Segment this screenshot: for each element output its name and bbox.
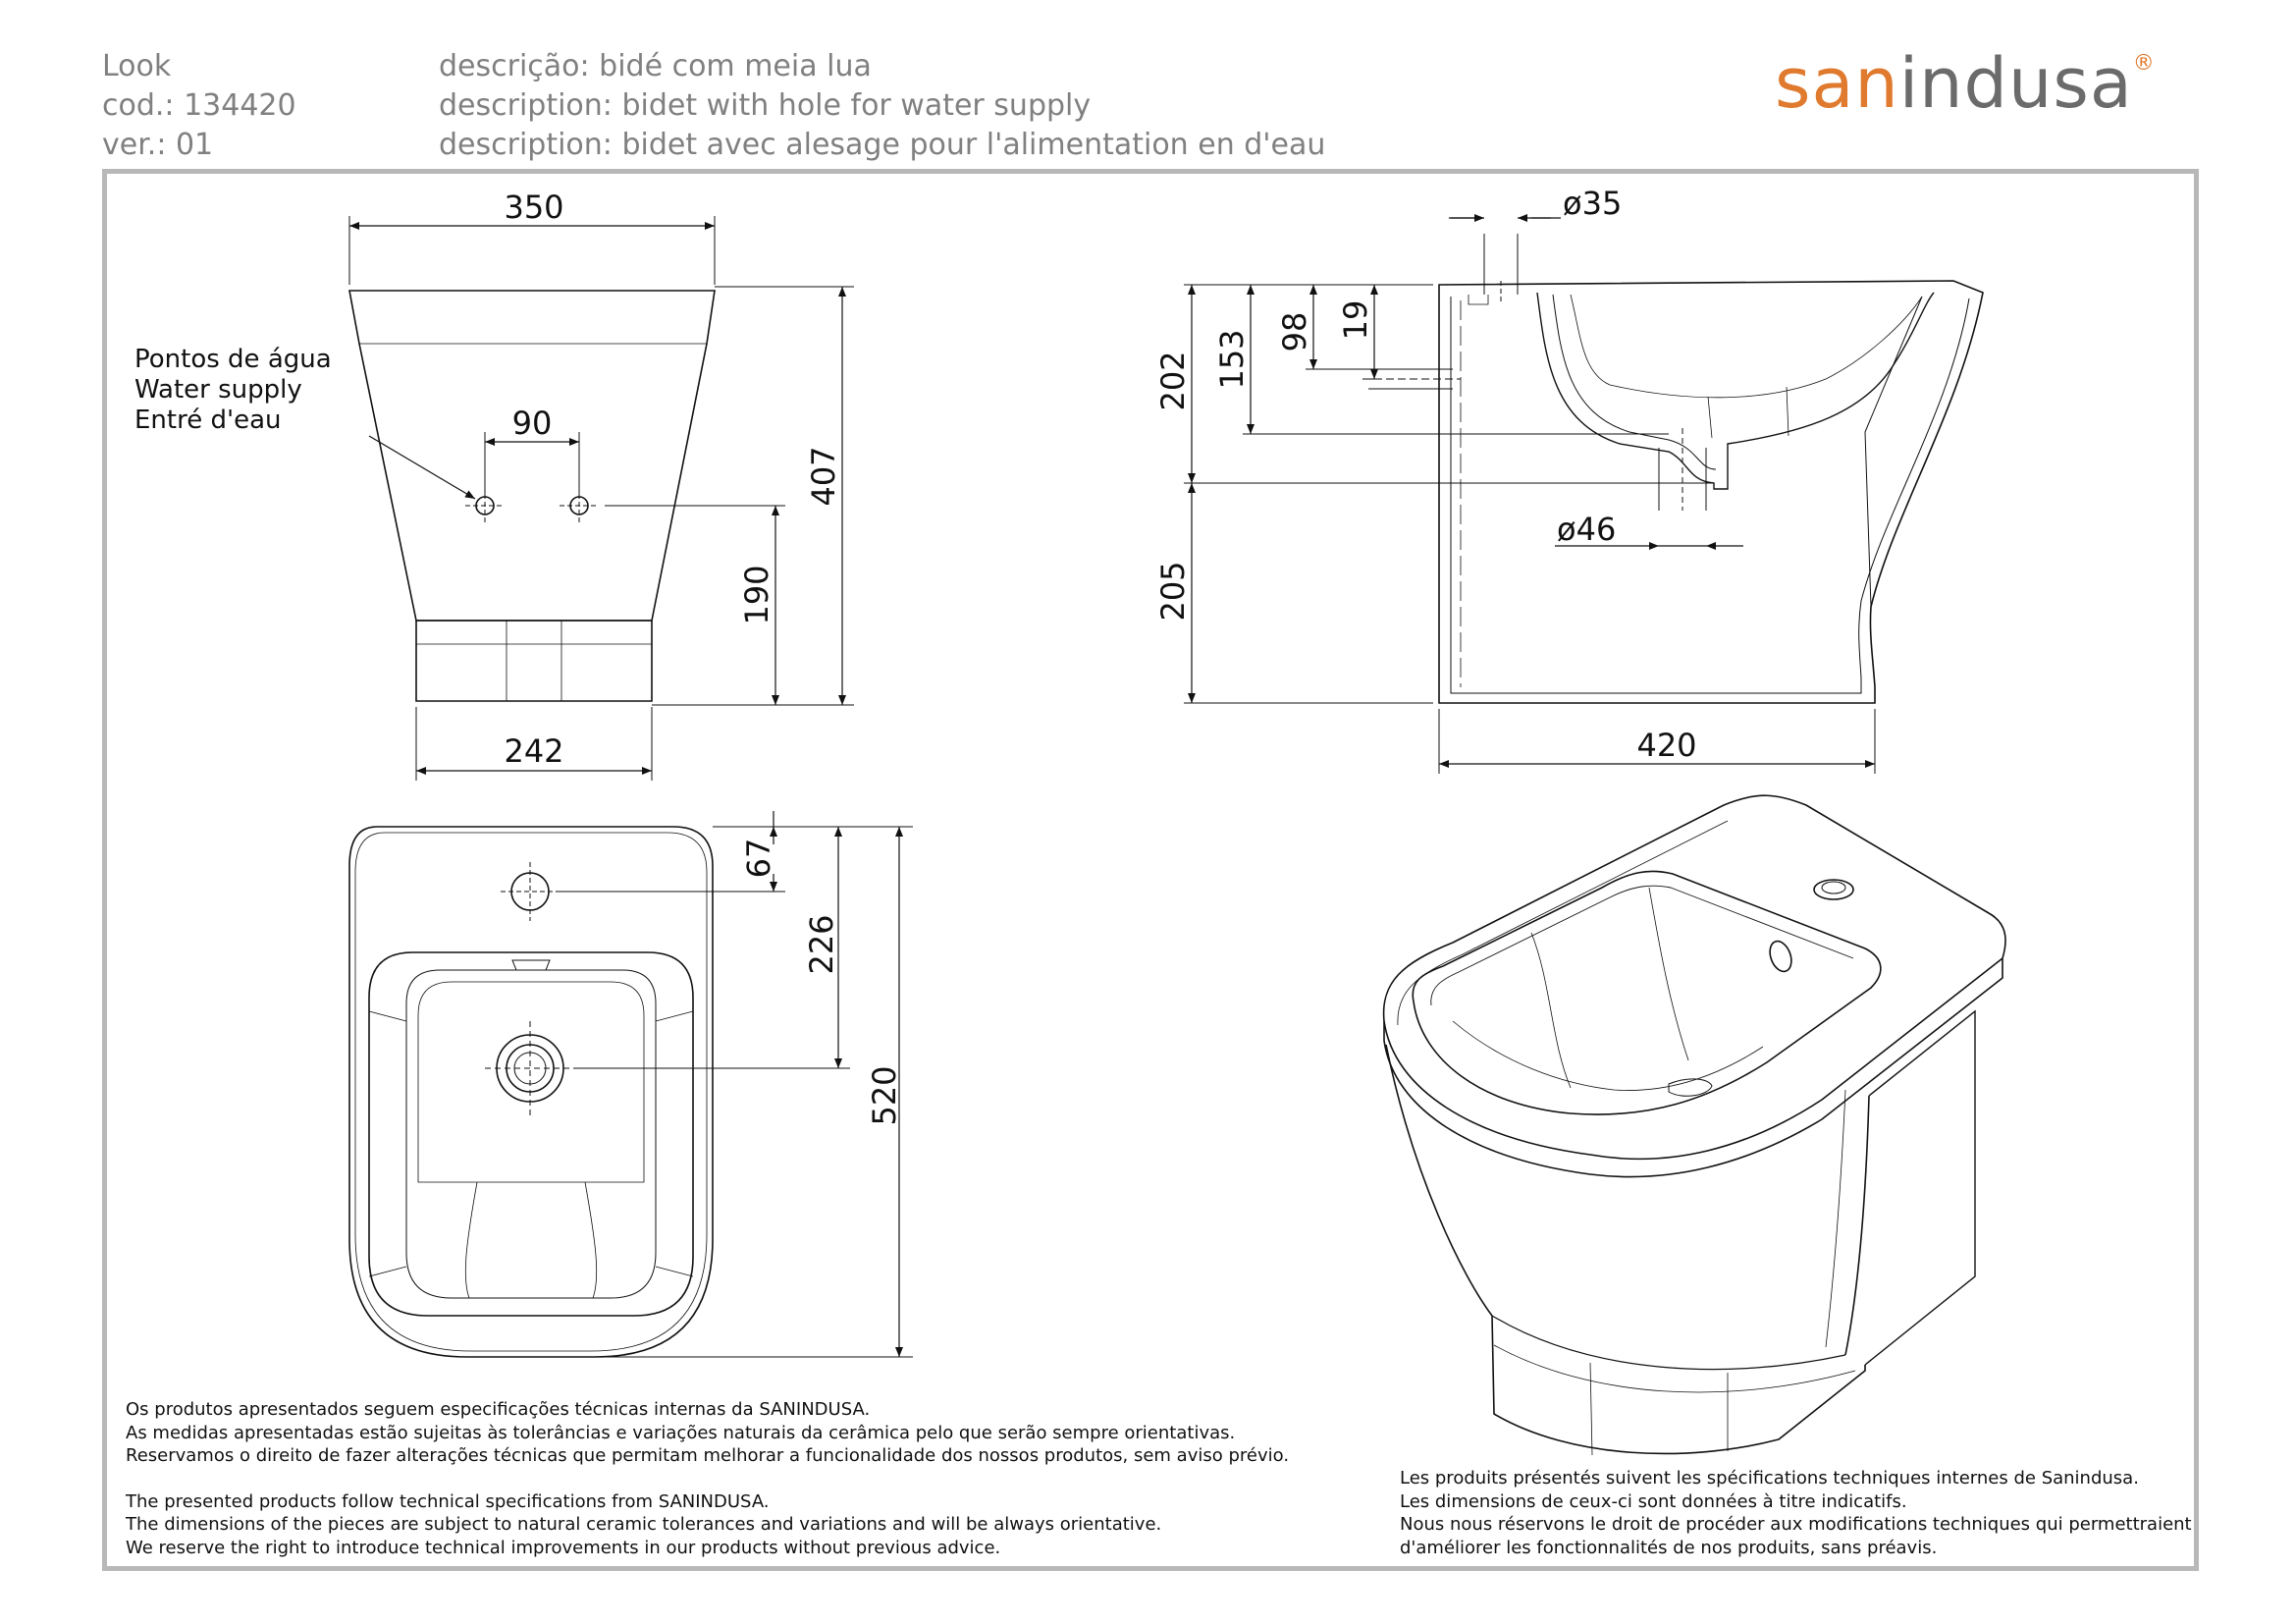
note-en-2: The dimensions of the pieces are subject… bbox=[126, 1514, 1162, 1535]
dim-hole-spacing: 90 bbox=[512, 405, 553, 442]
note-en-1: The presented products follow technical … bbox=[126, 1490, 770, 1512]
dim-hole-height: 190 bbox=[738, 565, 775, 624]
dim-base-width: 242 bbox=[504, 732, 563, 770]
dim-98: 98 bbox=[1276, 312, 1313, 352]
note-fr-2: Les dimensions de ceux-ci sont données à… bbox=[1400, 1490, 1907, 1512]
description-pt: descrição: bidé com meia lua bbox=[439, 49, 872, 83]
dim-520: 520 bbox=[866, 1065, 903, 1125]
note-fr-4: d'améliorer les fonctionnalités de nos p… bbox=[1400, 1537, 1938, 1558]
notes-fr: Les produits présentés suivent les spéci… bbox=[1400, 1467, 2192, 1559]
perspective-view bbox=[1382, 794, 2006, 1456]
dim-153: 153 bbox=[1213, 329, 1251, 389]
drawing-frame bbox=[102, 169, 2199, 1571]
water-supply-label-fr: Entré d'eau bbox=[134, 406, 282, 435]
note-fr-3: Nous nous réservons le droit de procéder… bbox=[1400, 1514, 2192, 1535]
note-en-3: We reserve the right to introduce techni… bbox=[126, 1537, 1001, 1558]
front-view bbox=[348, 216, 854, 781]
dim-202: 202 bbox=[1154, 351, 1192, 410]
dim-top-width: 350 bbox=[504, 189, 563, 226]
side-view bbox=[1184, 214, 1984, 774]
water-supply-label-en: Water supply bbox=[134, 375, 302, 405]
water-supply-label-pt: Pontos de água bbox=[134, 345, 332, 374]
note-pt-1: Os produtos apresentados seguem especifi… bbox=[126, 1399, 871, 1420]
note-pt-3: Reservamos o direito de fazer alterações… bbox=[126, 1445, 1290, 1466]
note-fr-1: Les produits présentés suivent les spéci… bbox=[1400, 1468, 2139, 1489]
product-info: Look cod.: 134420 ver.: 01 bbox=[102, 47, 296, 165]
top-view bbox=[348, 811, 913, 1358]
product-version: ver.: 01 bbox=[102, 128, 214, 162]
dim-tap-hole: ø35 bbox=[1563, 185, 1622, 222]
dim-depth: 420 bbox=[1636, 727, 1696, 764]
description-en: description: bidet with hole for water s… bbox=[439, 88, 1092, 123]
note-pt-2: As medidas apresentadas estão sujeitas à… bbox=[126, 1422, 1236, 1443]
dim-67: 67 bbox=[740, 839, 777, 879]
brand-logo: sanindusa® bbox=[1775, 43, 2156, 124]
dim-height: 407 bbox=[805, 446, 842, 506]
dim-drain: ø46 bbox=[1557, 511, 1616, 548]
dim-226: 226 bbox=[803, 914, 840, 974]
dim-205: 205 bbox=[1154, 561, 1192, 621]
description-fr: description: bidet avec alesage pour l'a… bbox=[439, 128, 1326, 162]
note-gap bbox=[126, 1468, 1289, 1490]
product-code: cod.: 134420 bbox=[102, 88, 296, 123]
dim-19: 19 bbox=[1337, 300, 1374, 341]
product-descriptions: descrição: bidé com meia lua description… bbox=[439, 47, 1325, 165]
product-line: Look bbox=[102, 49, 172, 83]
notes-pt-en: Os produtos apresentados seguem especifi… bbox=[126, 1398, 1289, 1559]
